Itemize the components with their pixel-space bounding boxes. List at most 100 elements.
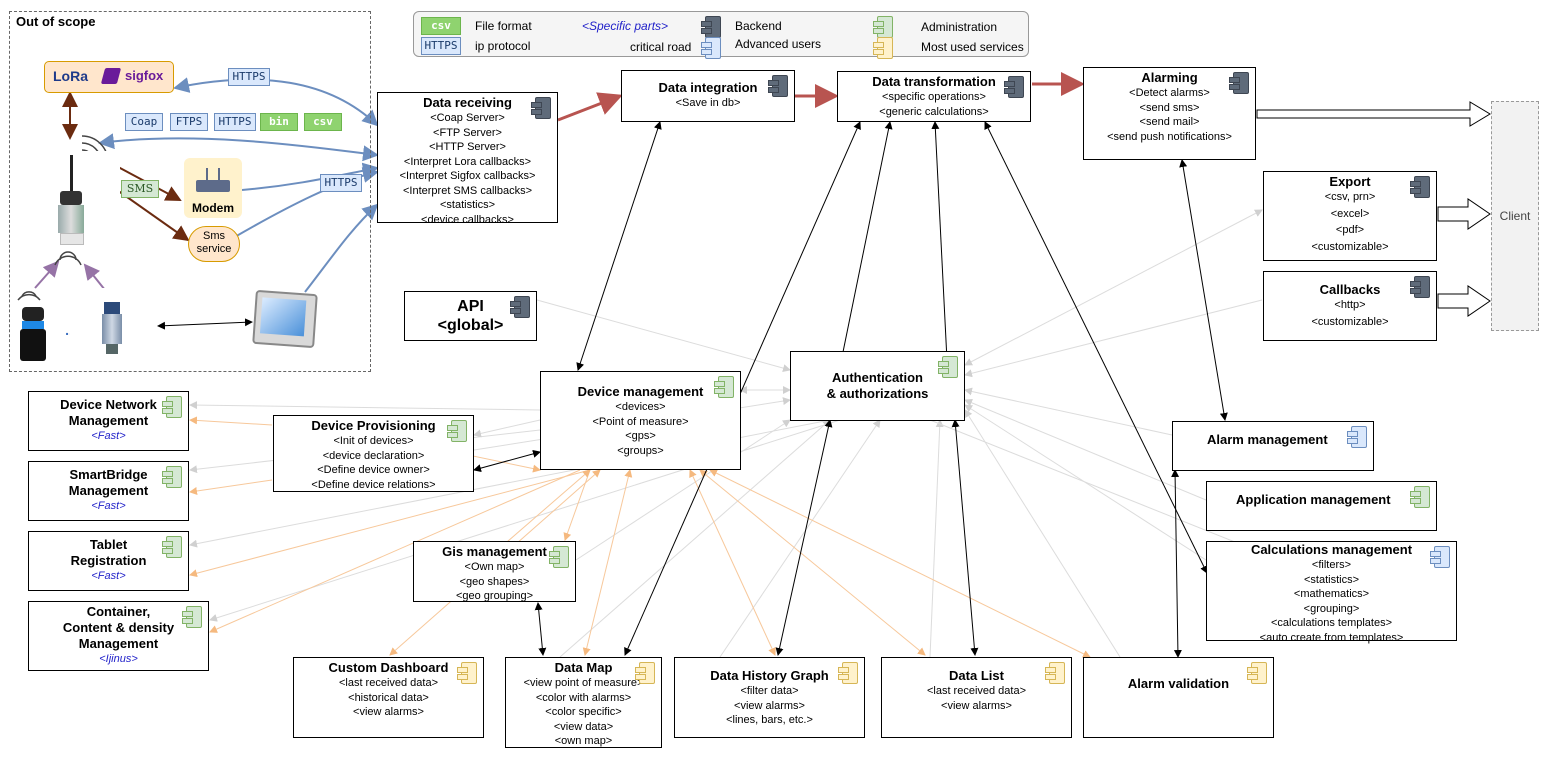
format-tag-csv: csv <box>304 113 342 131</box>
container-management-line: Management <box>78 636 159 651</box>
device-management-line: <gps> <box>625 430 656 442</box>
legend-ip-protocol: ip protocol <box>475 39 531 53</box>
data-receiving-line: <statistics> <box>439 199 496 211</box>
device-management-line: <devices> <box>615 401 666 413</box>
callbacks-title: Callbacks <box>1319 282 1381 297</box>
alarming-line: <send push notifications> <box>1107 130 1232 143</box>
data-map-line: <view data> <box>553 720 614 733</box>
backend-component-icon <box>531 97 551 119</box>
sms-tag: SMS <box>121 180 159 198</box>
api-title: API <box>457 298 484 315</box>
sensor-device-blue <box>14 305 58 365</box>
device-network-line: Management <box>68 413 149 428</box>
alarm-validation-box[interactable]: Alarm validation <box>1083 657 1274 738</box>
data-history-graph-title: Data History Graph <box>710 668 829 683</box>
authentication-box[interactable]: Authentication & authorizations <box>790 351 965 421</box>
device-network-box[interactable]: Device Network Management <Fast> <box>28 391 189 451</box>
tablet-registration-title: Tablet <box>89 537 128 552</box>
modem-icon: Modem <box>184 158 242 218</box>
smartbridge-box[interactable]: SmartBridge Management <Fast> <box>28 461 189 521</box>
most-used-component-icon <box>838 662 858 684</box>
legend-advanced-icon <box>701 37 721 59</box>
data-transformation-line: <specific operations> <box>882 91 986 103</box>
gis-management-line: <geo shapes> <box>459 575 530 588</box>
legend-backend: Backend <box>735 19 782 33</box>
application-management-box[interactable]: Application management <box>1206 481 1437 531</box>
device-management-box[interactable]: Device management <devices> <Point of me… <box>540 371 741 470</box>
data-map-line: <color specific> <box>545 706 622 718</box>
tablet-registration-box[interactable]: Tablet Registration <Fast> <box>28 531 189 591</box>
application-management-title: Application management <box>1236 492 1391 507</box>
alarm-management-box[interactable]: Alarm management <box>1172 421 1374 471</box>
administration-component-icon <box>714 376 734 398</box>
alarming-box[interactable]: Alarming <Detect alarms> <send sms> <sen… <box>1083 67 1256 160</box>
custom-dashboard-line: <view alarms> <box>353 706 424 718</box>
alarming-title: Alarming <box>1141 70 1198 85</box>
data-map-line: <view point of measure> <box>523 677 644 689</box>
backend-component-icon <box>1410 276 1430 298</box>
device-network-title: Device Network <box>60 397 157 412</box>
legend-file-format: File format <box>475 19 532 33</box>
gis-management-box[interactable]: Gis management <Own map> <geo shapes> <g… <box>413 541 576 602</box>
export-line: <pdf> <box>1335 224 1365 236</box>
administration-component-icon <box>447 420 467 442</box>
alarming-line: <send sms> <box>1139 101 1200 114</box>
data-integration-box[interactable]: Data integration <Save in db> <box>621 70 795 122</box>
backend-component-icon <box>1004 76 1024 98</box>
data-history-graph-line: <view alarms> <box>734 699 805 712</box>
client-label: Client <box>1499 209 1531 223</box>
calculations-management-box[interactable]: Calculations management <filters> <stati… <box>1206 541 1457 644</box>
export-box[interactable]: Export <csv, prn> <excel> <pdf> <customi… <box>1263 171 1437 261</box>
protocol-tag-ftps: FTPS <box>170 113 208 131</box>
data-list-title: Data List <box>949 668 1004 683</box>
data-map-box[interactable]: Data Map <view point of measure> <color … <box>505 657 662 748</box>
data-integration-line: <Save in db> <box>675 97 741 109</box>
administration-component-icon <box>938 356 958 378</box>
calculations-management-line: <statistics> <box>1303 573 1360 586</box>
sensor-device-grey <box>70 288 154 362</box>
data-list-box[interactable]: Data List <last received data> <view ala… <box>881 657 1072 738</box>
custom-dashboard-box[interactable]: Custom Dashboard <last received data> <h… <box>293 657 484 738</box>
format-tag-bin: bin <box>260 113 298 131</box>
most-used-component-icon <box>1045 662 1065 684</box>
callbacks-box[interactable]: Callbacks <http> <customizable> <box>1263 271 1437 341</box>
api-line: <global> <box>437 317 504 334</box>
data-history-graph-box[interactable]: Data History Graph <filter data> <view a… <box>674 657 865 738</box>
legend-most-used: Most used services <box>921 40 1024 54</box>
data-receiving-line: <FTP Server> <box>433 126 502 139</box>
client-box: Client <box>1491 101 1539 331</box>
critical-road <box>557 72 1085 122</box>
data-map-line: <own map> <box>554 735 613 747</box>
backend-component-icon <box>1229 72 1249 94</box>
most-used-component-icon <box>457 662 477 684</box>
api-box[interactable]: API <global> <box>404 291 537 341</box>
out-of-scope-region <box>9 11 371 372</box>
data-receiving-line: <Interpret Lora callbacks> <box>403 155 532 168</box>
calculations-management-line: <filters> <box>1311 559 1352 571</box>
container-management-box[interactable]: Container, Content & density Management … <box>28 601 209 671</box>
tablet-registration-line: Registration <box>70 553 147 568</box>
data-receiving-line: <device callbacks> <box>421 213 514 226</box>
device-provisioning-line: <Init of devices> <box>333 435 414 447</box>
data-history-graph-line: <filter data> <box>740 685 799 697</box>
client-arrows <box>1256 101 1491 317</box>
protocol-tag-coap: Coap <box>125 113 163 131</box>
device-provisioning-title: Device Provisioning <box>311 418 436 433</box>
gis-management-line: <geo grouping> <box>455 590 534 602</box>
sigfox-icon <box>100 68 122 84</box>
data-receiving-box[interactable]: Data receiving <Coap Server> <FTP Server… <box>377 92 558 226</box>
device-provisioning-box[interactable]: Device Provisioning <Init of devices> <d… <box>273 415 474 492</box>
legend-https-tag: HTTPS <box>421 37 461 55</box>
data-list-line: <view alarms> <box>941 699 1012 712</box>
export-line: <customizable> <box>1311 240 1389 253</box>
alarm-management-title: Alarm management <box>1207 432 1328 447</box>
device-provisioning-line: <Define device relations> <box>311 478 436 491</box>
data-transformation-box[interactable]: Data transformation <specific operations… <box>837 71 1031 122</box>
smartbridge-title: SmartBridge <box>69 467 148 482</box>
data-transformation-line: <generic calculations> <box>879 105 989 118</box>
blue-links <box>98 77 379 293</box>
device-provisioning-line: <Define device owner> <box>317 464 430 476</box>
sensor-device-image <box>20 151 120 251</box>
alarming-line: <send mail> <box>1139 116 1200 128</box>
